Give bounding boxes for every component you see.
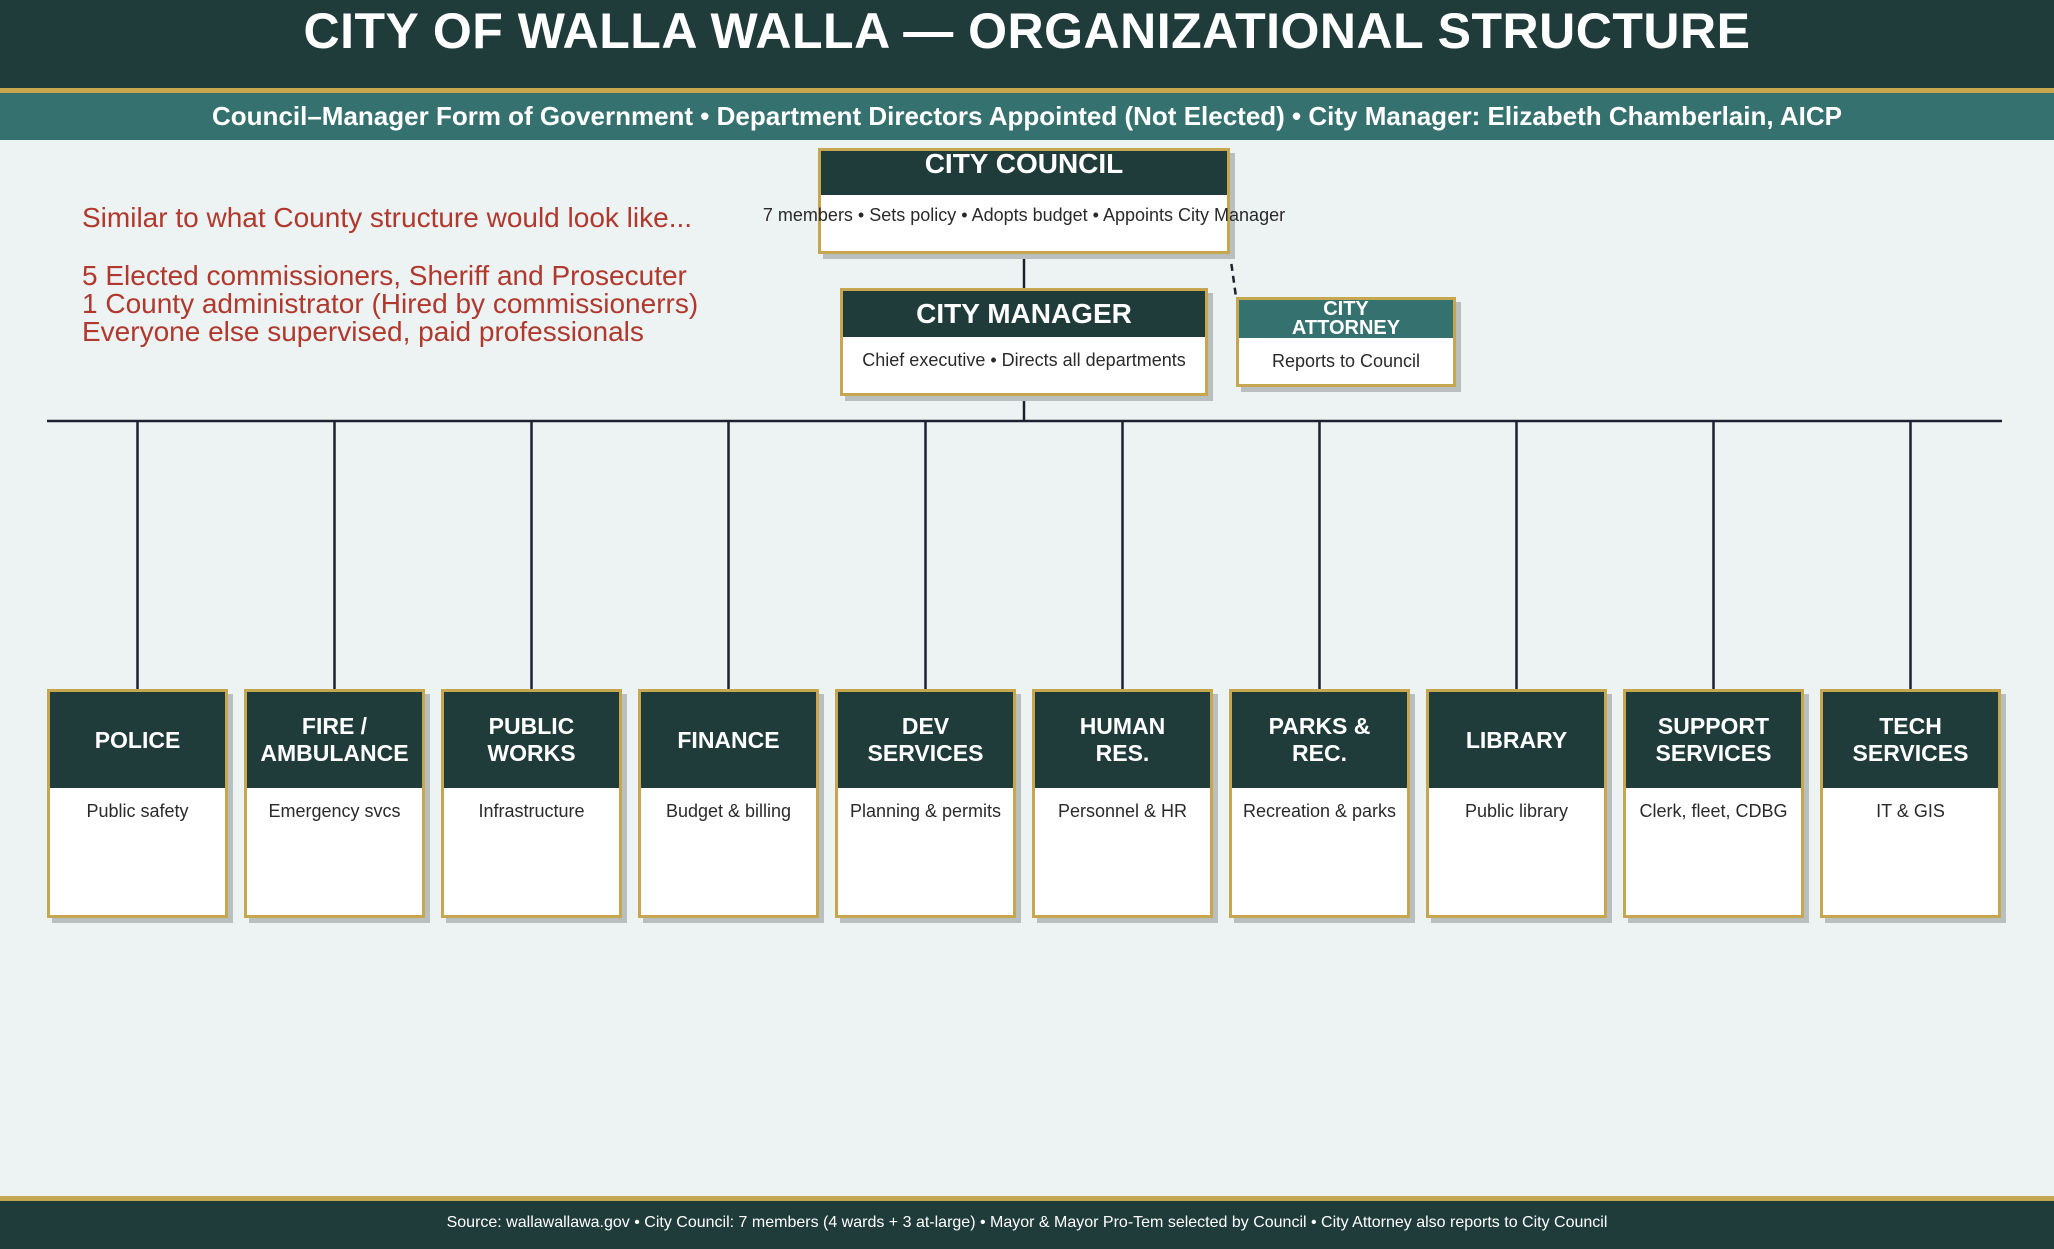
department-box: HUMAN RES. Personnel & HR	[1032, 689, 1213, 918]
department-title: LIBRARY	[1429, 692, 1604, 788]
department-desc: Budget & billing	[665, 801, 792, 821]
department-desc: IT & GIS	[1876, 801, 1945, 821]
department-box: TECH SERVICES IT & GIS	[1820, 689, 2001, 918]
department-title: PARKS & REC.	[1232, 692, 1407, 788]
city-council-title: CITY COUNCIL	[821, 150, 1227, 195]
department-desc: Recreation & parks	[1242, 801, 1397, 821]
department-title: DEV SERVICES	[838, 692, 1013, 788]
department-desc: Infrastructure	[478, 801, 585, 821]
department-box: SUPPORT SERVICES Clerk, fleet, CDBG	[1623, 689, 1804, 918]
department-title: FINANCE	[641, 692, 816, 788]
city-council-desc: 7 members • Sets policy • Adopts budget …	[762, 205, 1286, 225]
department-desc: Planning & permits	[849, 801, 1002, 821]
city-council-box: CITY COUNCIL 7 members • Sets policy • A…	[763, 148, 1285, 254]
council-attorney-dashed-connector	[1228, 228, 1238, 298]
city-manager-box: CITY MANAGER Chief executive • Directs a…	[840, 288, 1208, 396]
department-title: TECH SERVICES	[1823, 692, 1998, 788]
department-title: POLICE	[50, 692, 225, 788]
city-attorney-desc: Reports to Council	[1271, 351, 1421, 371]
department-desc: Personnel & HR	[1057, 801, 1188, 821]
city-manager-title: CITY MANAGER	[843, 291, 1205, 337]
subheader-banner: Council–Manager Form of Government • Dep…	[0, 93, 2054, 140]
department-box: PARKS & REC. Recreation & parks	[1229, 689, 1410, 918]
department-box: LIBRARY Public library	[1426, 689, 1607, 918]
department-box: FINANCE Budget & billing	[638, 689, 819, 918]
page-header: CITY OF WALLA WALLA — ORGANIZATIONAL STR…	[0, 0, 2054, 93]
city-attorney-box: CITY ATTORNEY Reports to Council	[1236, 297, 1456, 387]
department-title: PUBLIC WORKS	[444, 692, 619, 788]
department-title: HUMAN RES.	[1035, 692, 1210, 788]
city-manager-desc: Chief executive • Directs all department…	[862, 350, 1186, 370]
department-title: FIRE / AMBULANCE	[247, 692, 422, 788]
department-title: SUPPORT SERVICES	[1626, 692, 1801, 788]
page-title: CITY OF WALLA WALLA — ORGANIZATIONAL STR…	[303, 3, 1751, 59]
note-line-3: 1 County administrator (Hired by commiss…	[82, 288, 699, 319]
department-desc: Public library	[1464, 801, 1569, 821]
department-box: DEV SERVICES Planning & permits	[835, 689, 1016, 918]
department-desc: Public safety	[86, 801, 189, 821]
department-desc: Emergency svcs	[268, 801, 401, 821]
note-line-4: Everyone else supervised, paid professio…	[82, 316, 644, 347]
department-box: PUBLIC WORKS Infrastructure	[441, 689, 622, 918]
department-box: POLICE Public safety	[47, 689, 228, 918]
city-attorney-title: CITY ATTORNEY	[1239, 300, 1453, 338]
note-line-1: Similar to what County structure would l…	[82, 202, 693, 233]
department-box: FIRE / AMBULANCE Emergency svcs	[244, 689, 425, 918]
note-line-2: 5 Elected commissioners, Sheriff and Pro…	[82, 260, 687, 291]
department-desc: Clerk, fleet, CDBG	[1639, 801, 1788, 821]
footer-source: Source: wallawallawa.gov • City Council:…	[0, 1196, 2054, 1249]
